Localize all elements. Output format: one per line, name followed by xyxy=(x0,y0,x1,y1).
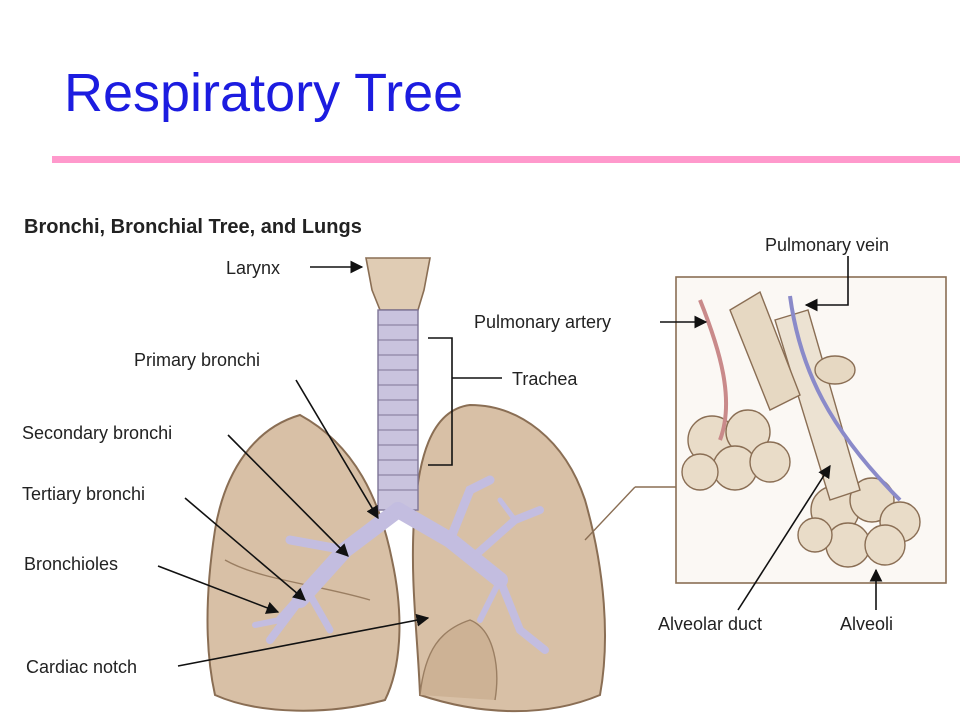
alveoli-cluster-lower xyxy=(797,477,921,568)
label-pulmonary-artery: Pulmonary artery xyxy=(474,312,611,332)
bronchiole-tube xyxy=(729,290,801,411)
label-larynx: Larynx xyxy=(226,258,280,278)
cardiac-notch-region xyxy=(419,619,498,701)
label-alveolar-duct: Alveolar duct xyxy=(658,614,762,634)
figure-title: Bronchi, Bronchial Tree, and Lungs xyxy=(24,216,362,238)
bronchial-tree xyxy=(252,475,549,654)
left-lung xyxy=(206,413,401,712)
label-bronchioles: Bronchioles xyxy=(24,554,118,574)
label-tertiary-bronchi: Tertiary bronchi xyxy=(22,484,145,504)
alveoli-cluster-upper xyxy=(681,409,791,491)
label-secondary-bronchi: Secondary bronchi xyxy=(22,423,172,443)
label-pulmonary-vein: Pulmonary vein xyxy=(765,235,889,255)
slide-title: Respiratory Tree xyxy=(64,63,464,123)
diagram-svg: Bronchi, Bronchial Tree, and Lungs xyxy=(22,216,947,713)
larynx-shape xyxy=(365,257,431,311)
title-divider xyxy=(52,156,960,163)
label-primary-bronchi: Primary bronchi xyxy=(134,350,260,370)
label-alveoli: Alveoli xyxy=(840,614,893,634)
label-cardiac-notch: Cardiac notch xyxy=(26,657,137,677)
trachea-bracket xyxy=(428,337,453,466)
trachea-shape xyxy=(377,309,419,511)
respiratory-diagram: Bronchi, Bronchial Tree, and Lungs xyxy=(0,200,960,720)
label-trachea: Trachea xyxy=(512,369,578,389)
alveolar-duct-shape xyxy=(774,309,861,501)
pulmonary-vein-vessel xyxy=(788,295,902,502)
